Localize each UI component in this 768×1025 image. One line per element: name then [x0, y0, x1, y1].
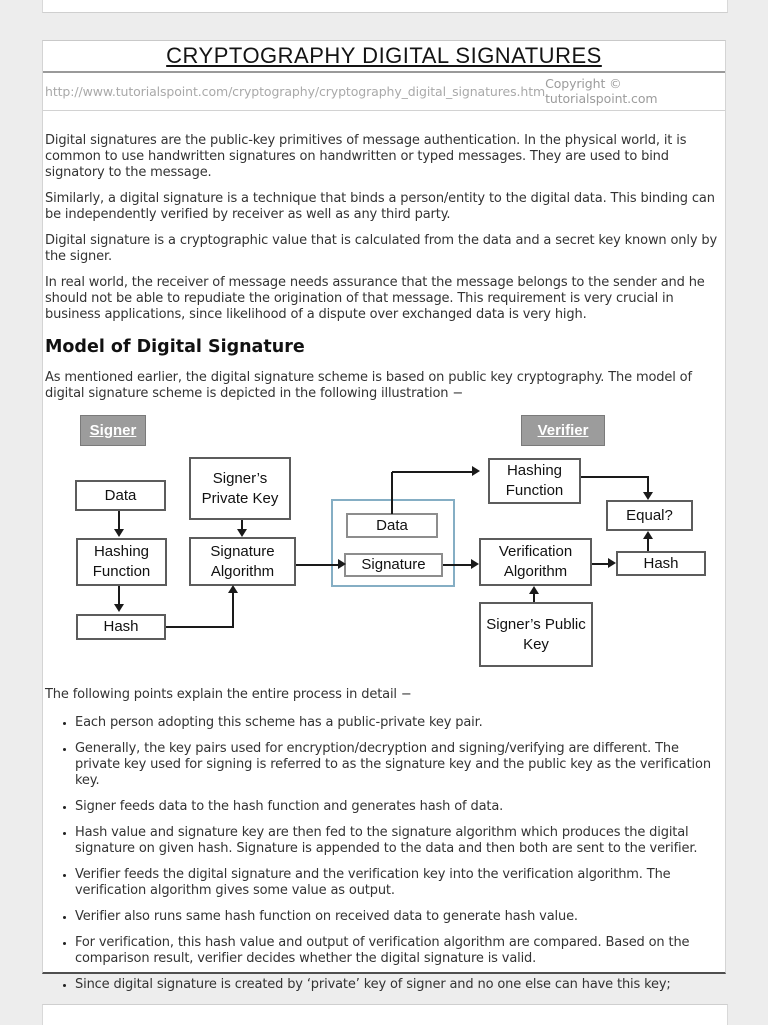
document-page: CRYPTOGRAPHY DIGITAL SIGNATURES http://w…	[42, 40, 726, 992]
process-point: Signer feeds data to the hash function a…	[75, 799, 723, 815]
arrow-data-to-verifier-hashing	[392, 471, 472, 473]
document-title-bar: CRYPTOGRAPHY DIGITAL SIGNATURES	[43, 41, 725, 73]
data-input-box: Data	[75, 480, 166, 511]
previous-page-bottom-edge	[42, 0, 728, 13]
arrow-hash-to-signature-algorithm	[166, 626, 234, 628]
process-point: Since digital signature is created by ‘p…	[75, 977, 723, 993]
verification-algorithm-box: Verification Algorithm	[479, 538, 592, 586]
arrow-hash-to-equal	[647, 539, 649, 551]
arrowhead-right-icon	[471, 559, 479, 569]
arrow-signature-to-verification	[443, 564, 471, 566]
transmitted-bundle-highlight-box	[331, 499, 455, 587]
process-point: Verifier also runs same hash function on…	[75, 909, 723, 925]
intro-paragraph: Digital signature is a cryptographic val…	[45, 233, 718, 264]
document-meta-row: http://www.tutorialspoint.com/cryptograp…	[43, 73, 725, 111]
arrowhead-up-icon	[643, 531, 653, 539]
arrow-signature-algorithm-to-signature	[296, 564, 338, 566]
arrowhead-down-icon	[114, 604, 124, 612]
arrow-hashing-to-equal	[581, 476, 649, 478]
hash-verifier-box: Hash	[616, 551, 706, 576]
intro-paragraph: Similarly, a digital signature is a tech…	[45, 191, 715, 222]
section-lead-paragraph: As mentioned earlier, the digital signat…	[45, 370, 692, 401]
hashing-function-verifier-box: Hashing Function	[488, 458, 581, 504]
arrow-hash-to-signature-algorithm	[232, 593, 234, 628]
signature-box: Signature	[344, 553, 443, 577]
document-body: Digital signatures are the public-key pr…	[43, 111, 725, 993]
source-url-link[interactable]: http://www.tutorialspoint.com/cryptograp…	[45, 83, 546, 99]
next-page-top-edge	[42, 1004, 728, 1025]
process-lead-paragraph: The following points explain the entire …	[45, 687, 412, 702]
arrowhead-down-icon	[643, 492, 653, 500]
arrow-data-to-hashing	[118, 511, 120, 531]
document-title: CRYPTOGRAPHY DIGITAL SIGNATURES	[166, 43, 602, 68]
signer-group-label: Signer	[80, 415, 146, 446]
arrowhead-right-icon	[338, 559, 346, 569]
process-point: Verifier feeds the digital signature and…	[75, 867, 723, 899]
process-point: Generally, the key pairs used for encryp…	[75, 741, 723, 789]
process-points-list: Each person adopting this scheme has a p…	[45, 715, 723, 993]
intro-paragraph: In real world, the receiver of message n…	[45, 275, 705, 322]
arrow-hashing-to-hash	[118, 586, 120, 606]
verifier-group-label: Verifier	[521, 415, 605, 446]
process-point: For verification, this hash value and ou…	[75, 935, 723, 967]
section-heading: Model of Digital Signature	[45, 337, 305, 357]
signature-algorithm-box: Signature Algorithm	[189, 537, 296, 586]
intro-paragraph: Digital signatures are the public-key pr…	[45, 133, 687, 180]
arrow-data-to-verifier-hashing	[391, 472, 393, 514]
process-point: Each person adopting this scheme has a p…	[75, 715, 723, 731]
arrowhead-up-icon	[529, 586, 539, 594]
arrowhead-down-icon	[114, 529, 124, 537]
arrow-verification-to-hash	[592, 563, 608, 565]
equal-compare-box: Equal?	[606, 500, 693, 531]
data-transmit-box: Data	[346, 513, 438, 538]
arrowhead-down-icon	[237, 529, 247, 537]
signers-private-key-box: Signer’s Private Key	[189, 457, 291, 520]
arrowhead-right-icon	[472, 466, 480, 476]
arrow-hashing-to-equal	[647, 476, 649, 493]
digital-signature-model-diagram: Signer Verifier Data Signer’s Private Ke…	[45, 412, 723, 677]
hash-signer-box: Hash	[76, 614, 166, 640]
signers-public-key-box: Signer’s Public Key	[479, 602, 593, 667]
copyright-text: Copyright © tutorialspoint.com	[545, 76, 658, 106]
hashing-function-signer-box: Hashing Function	[76, 538, 167, 586]
arrow-public-key-to-verification	[533, 594, 535, 602]
process-point: Hash value and signature key are then fe…	[75, 825, 723, 857]
arrow-private-key-to-signature-algorithm	[241, 520, 243, 531]
arrowhead-up-icon	[228, 585, 238, 593]
arrowhead-right-icon	[608, 558, 616, 568]
